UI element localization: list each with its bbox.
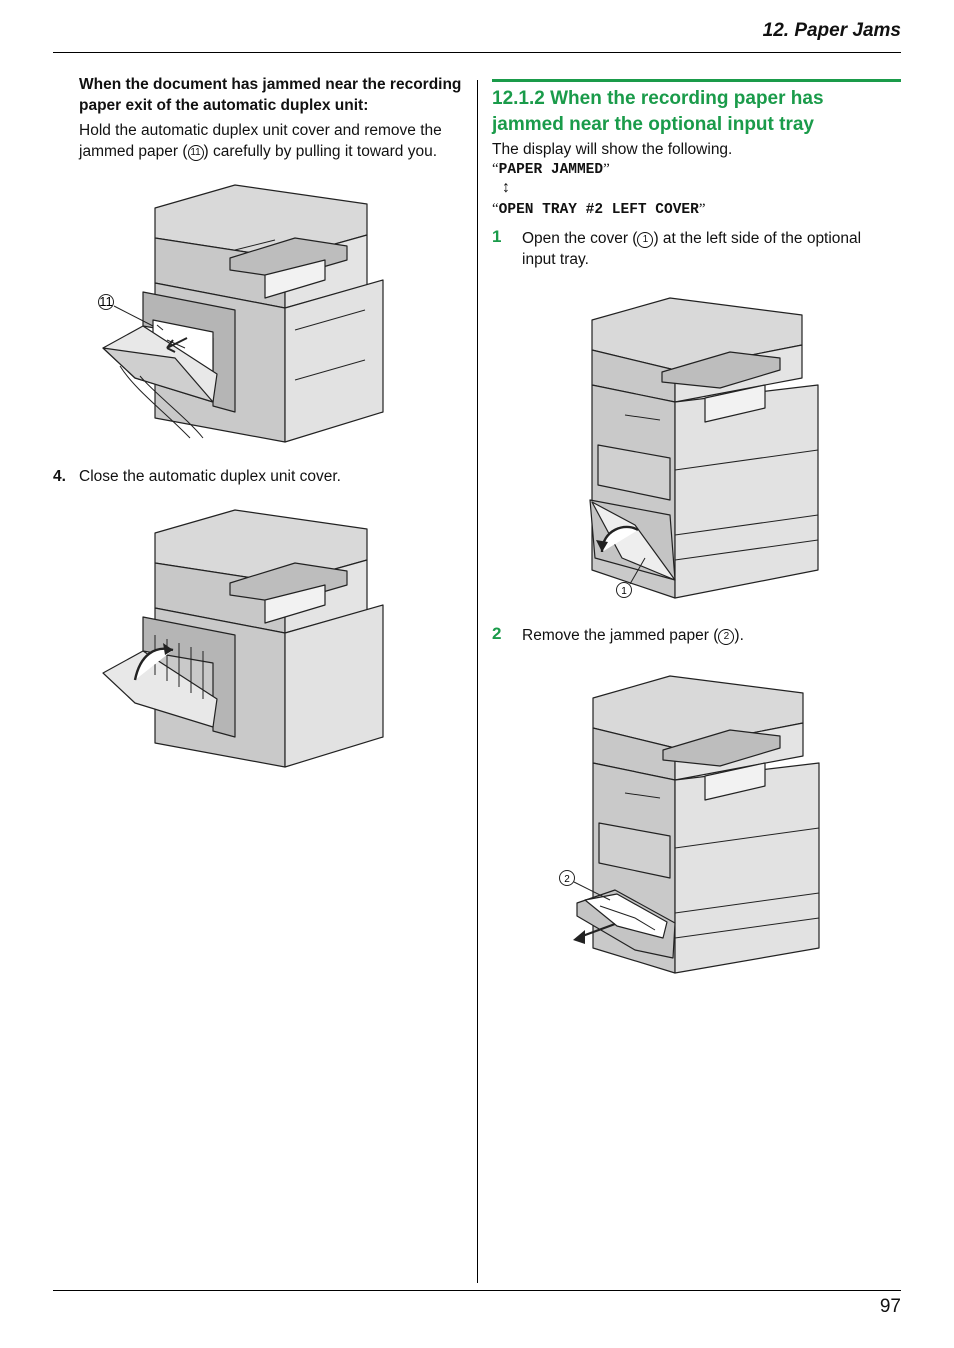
callout-marker: 11 [187,145,204,161]
step4-number: 4. [53,468,66,485]
step4-text: Close the automatic duplex unit cover. [79,468,341,485]
step2-number: 2 [492,624,502,643]
figure4-callout: 2 [564,874,570,885]
display-message-2: “OPEN TRAY #2 LEFT COVER” [492,201,706,218]
callout-marker: 1 [637,232,654,248]
figure3-callout: 1 [621,586,627,597]
column-divider [477,80,478,1283]
close-duplex-cover-illustration [102,509,384,768]
display-intro: The display will show the following. [492,141,733,158]
display-alternating-arrow: ↕ [502,179,510,196]
display-message-1: “PAPER JAMMED” [492,161,610,178]
section-title: 12.1.2 When the recording paper has jamm… [492,88,824,135]
header-title: 12. Paper Jams [762,20,901,41]
step2-text: Remove the jammed paper (2). [522,627,744,645]
step-4: 4. Close the automatic duplex unit cover. [53,466,341,487]
duplex-jam-illustration: 11 [98,184,384,443]
remove-jammed-paper-illustration: 2 [559,675,820,974]
callout-marker: 2 [718,629,735,645]
figure1-callout: 11 [99,294,113,309]
open-tray-cover-illustration: 1 [589,297,819,599]
step1-number: 1 [492,227,502,246]
footer-rule [53,1290,901,1291]
duplex-jam-instruction: Hold the automatic duplex unit cover and… [79,122,442,161]
page-number: 97 [879,1296,901,1317]
header-rule [53,52,901,53]
step1-text: Open the cover (1) at the left side of t… [522,230,862,268]
duplex-jam-heading: When the document has jammed near the re… [79,76,462,114]
section-rule [492,79,901,82]
